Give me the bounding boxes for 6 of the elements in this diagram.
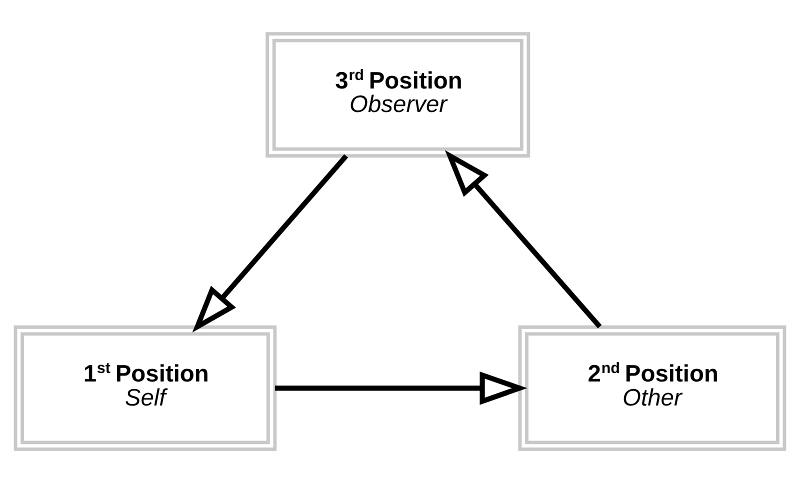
arrow [444,150,602,328]
node-box: 2$^{nd}$ Position Other [518,325,786,451]
node-box: 3$^{rd}$ Position Observer [266,32,530,158]
arrow [274,372,528,405]
arrow [192,154,348,332]
node-box: 1$^{st}$ Position Self [14,325,277,451]
